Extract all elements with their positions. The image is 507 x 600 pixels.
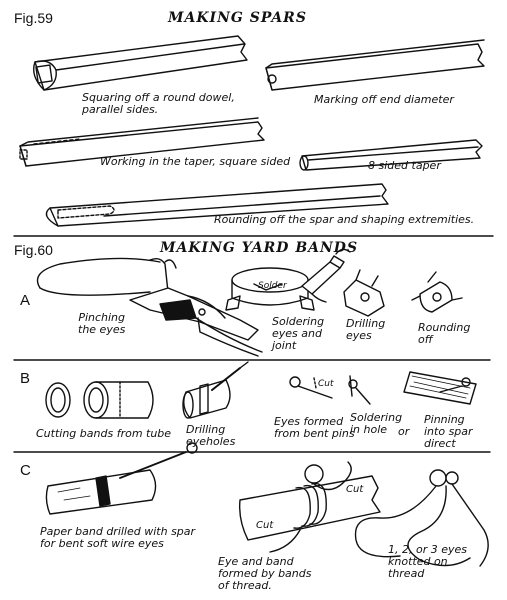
caption-pinching: Pinching the eyes bbox=[78, 311, 126, 336]
caption-taper-square: Working in the taper, square sided bbox=[100, 155, 291, 168]
drilled-eye-drawing bbox=[343, 269, 385, 317]
tapered-square-spar-drawing bbox=[19, 117, 265, 167]
caption-cutting-bands: Cutting bands from tube bbox=[36, 427, 172, 440]
band-cutting-drawing bbox=[45, 381, 154, 419]
caption-taper-8: 8 sided taper bbox=[368, 159, 441, 172]
caption-eyes-formed: Eyes formed from bent pins bbox=[274, 415, 355, 440]
section-a-letter: A bbox=[20, 292, 31, 309]
section-c-letter: C bbox=[20, 462, 31, 479]
caption-cut-c1: Cut bbox=[346, 484, 364, 495]
caption-paper-band: Paper band drilled with spar for bent so… bbox=[40, 525, 196, 550]
eight-sided-taper-drawing bbox=[299, 139, 483, 171]
caption-soldering-hole: Soldering in hole bbox=[350, 411, 403, 436]
fig59-title: MAKING SPARS bbox=[168, 10, 307, 26]
caption-rounding: Rounding off the spar and shaping extrem… bbox=[214, 213, 475, 226]
pinning-spar-drawing bbox=[403, 371, 477, 405]
knotted-thread-eyes-drawing bbox=[354, 469, 489, 567]
caption-eye-band: Eye and band formed by bands of thread. bbox=[218, 555, 312, 592]
rounded-eye-drawing bbox=[411, 271, 463, 313]
caption-cut-b: Cut bbox=[318, 379, 334, 389]
soldering-ring-drawing bbox=[225, 248, 351, 311]
thread-band-spar-drawing bbox=[238, 461, 381, 553]
fig60-title: MAKING YARD BANDS bbox=[160, 240, 359, 256]
bent-pin-eye-drawing bbox=[289, 376, 333, 399]
marked-square-spar-drawing bbox=[265, 39, 485, 91]
caption-rounding-off: Rounding off bbox=[418, 321, 471, 346]
caption-knotted: 1, 2, or 3 eyes knotted on thread bbox=[388, 543, 468, 580]
caption-soldering-eyes: Soldering eyes and joint bbox=[272, 315, 325, 352]
soldering-pin-drawing bbox=[348, 375, 371, 405]
fig60-label: Fig.60 bbox=[14, 242, 53, 258]
drilling-eyehole-drawing bbox=[182, 361, 249, 419]
caption-solder: Solder bbox=[258, 281, 287, 291]
paper-band-spar-drawing bbox=[45, 442, 198, 515]
fig59-label: Fig.59 bbox=[14, 10, 53, 26]
section-b-letter: B bbox=[20, 370, 31, 387]
caption-pinning: Pinning into spar direct bbox=[424, 413, 473, 450]
square-dowel-drawing bbox=[32, 35, 248, 91]
caption-squaring: Squaring off a round dowel, parallel sid… bbox=[82, 91, 235, 116]
caption-drilling-eyeholes: Drilling eyeholes bbox=[186, 423, 236, 448]
rounded-spar-drawing bbox=[45, 183, 389, 227]
caption-drilling-eyes: Drilling eyes bbox=[346, 317, 386, 342]
caption-or: or bbox=[398, 425, 410, 438]
pliers-pinching-drawing bbox=[36, 257, 263, 357]
caption-cut-c2: Cut bbox=[256, 520, 274, 531]
caption-marking: Marking off end diameter bbox=[314, 93, 454, 106]
